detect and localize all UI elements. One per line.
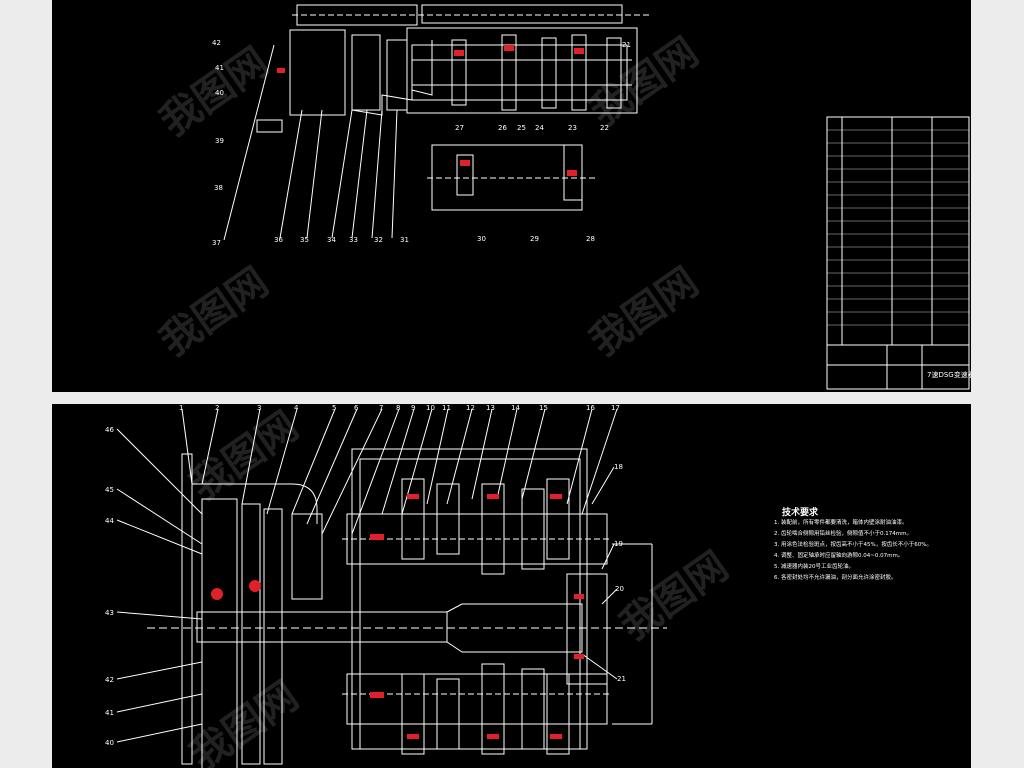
callout-8: 8 (396, 404, 400, 412)
callout-16: 16 (586, 404, 595, 412)
callout-29: 29 (530, 235, 539, 243)
callout-18: 18 (614, 463, 623, 471)
callout-19: 19 (614, 540, 623, 548)
callout-28: 28 (586, 235, 595, 243)
gearbox-section-drawing-bottom: 1 2 3 4 5 6 7 8 9 10 11 12 13 14 15 16 1… (105, 404, 667, 768)
callout-40: 40 (215, 89, 224, 97)
callout-38: 38 (214, 184, 223, 192)
requirement-item: 3. 用涂色法检验斑点，按齿高不小于45%，按齿长不小于60%。 (774, 542, 932, 548)
callout-21: 21 (622, 41, 631, 49)
callout-12: 12 (466, 404, 475, 412)
callout-14: 14 (511, 404, 520, 412)
callout-42: 42 (105, 676, 114, 684)
callout-44: 44 (105, 517, 114, 525)
callout-36: 36 (274, 236, 283, 244)
callout-17: 17 (611, 404, 620, 412)
callout-40: 40 (105, 739, 114, 747)
callout-9: 9 (411, 404, 415, 412)
drawing-sheet-top: 37 36 35 34 33 32 31 42 41 40 39 38 27 2… (52, 0, 971, 392)
callout-15: 15 (539, 404, 548, 412)
callout-37: 37 (212, 239, 221, 247)
callout-41: 41 (215, 64, 224, 72)
technical-requirements-title: 技术要求 (782, 508, 819, 518)
callout-35: 35 (300, 236, 309, 244)
callout-4: 4 (294, 404, 299, 412)
requirement-item: 4. 调整、固定轴承时应留轴向游隙0.04~0.07mm。 (774, 553, 904, 559)
callout-32: 32 (374, 236, 383, 244)
callout-20: 20 (615, 585, 624, 593)
callout-43: 43 (105, 609, 114, 617)
requirement-item: 1. 装配前，所有零件都要清洗，箱体内壁涂耐油油漆。 (774, 520, 908, 526)
callout-6: 6 (354, 404, 359, 412)
callout-1: 1 (179, 404, 183, 412)
requirement-item: 6. 各密封处均不允许漏油，剖分面允许涂密封胶。 (774, 575, 897, 581)
callout-2: 2 (215, 404, 219, 412)
technical-requirements-list: 1. 装配前，所有零件都要清洗，箱体内壁涂耐油油漆。 2. 齿轮啮合侧隙用铅丝检… (774, 518, 932, 584)
title-block-name: 7速DSG变速器 (927, 370, 971, 379)
callout-30: 30 (477, 235, 486, 243)
callout-5: 5 (332, 404, 336, 412)
callout-11: 11 (442, 404, 451, 412)
callout-10: 10 (426, 404, 435, 412)
callout-31: 31 (400, 236, 409, 244)
callout-13: 13 (486, 404, 495, 412)
callout-39: 39 (215, 137, 224, 145)
requirement-item: 2. 齿轮啮合侧隙用铅丝检验，侧隙值不小于0.174mm。 (774, 531, 912, 537)
callout-21: 21 (617, 675, 626, 683)
callout-22: 22 (600, 124, 609, 132)
callout-26: 26 (498, 124, 507, 132)
requirement-item: 5. 减速器内装20号工业齿轮油。 (774, 564, 854, 570)
callout-27: 27 (455, 124, 464, 132)
callout-46: 46 (105, 426, 114, 434)
callout-33: 33 (349, 236, 358, 244)
callout-34: 34 (327, 236, 336, 244)
callout-23: 23 (568, 124, 577, 132)
callout-3: 3 (257, 404, 261, 412)
callout-42: 42 (212, 39, 221, 47)
callout-45: 45 (105, 486, 114, 494)
callout-7: 7 (379, 404, 383, 412)
callout-41: 41 (105, 709, 114, 717)
gearbox-section-drawing-top: 37 36 35 34 33 32 31 42 41 40 39 38 27 2… (212, 4, 971, 390)
callout-24: 24 (535, 124, 544, 132)
drawing-sheet-bottom: 1 2 3 4 5 6 7 8 9 10 11 12 13 14 15 16 1… (52, 404, 971, 768)
callout-25: 25 (517, 124, 526, 132)
